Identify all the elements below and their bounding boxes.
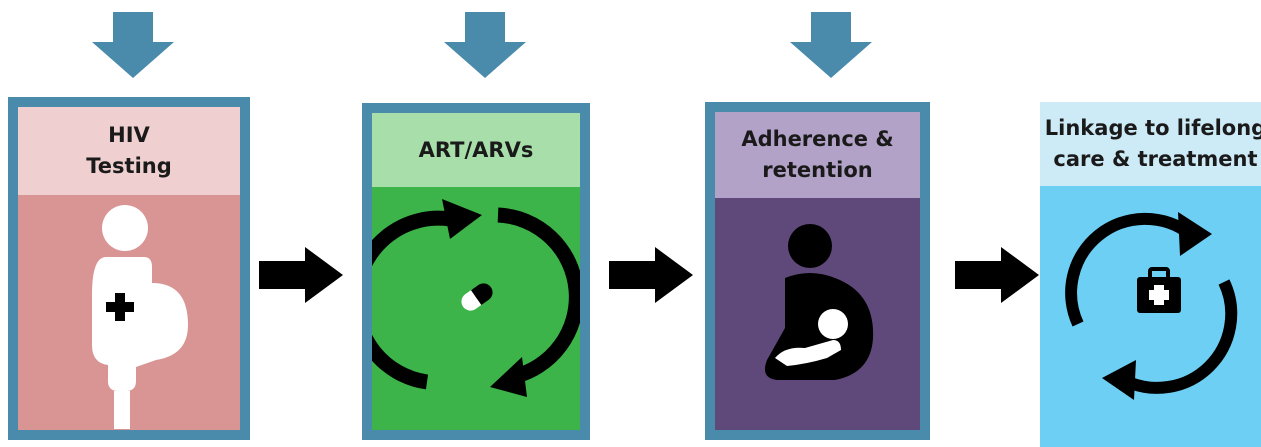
step-header: ART/ARVs	[372, 113, 580, 187]
step-body	[1040, 186, 1261, 447]
right-arrow-1-icon	[259, 247, 343, 303]
step-header: HIV Testing	[18, 107, 240, 195]
step-header: Adherence & retention	[715, 112, 920, 198]
down-arrow-1-icon	[92, 12, 174, 78]
step-body	[18, 195, 240, 430]
step-card-adherence-retention: Adherence & retention	[705, 102, 930, 440]
cycle-pill-icon	[372, 199, 580, 397]
step-body	[372, 187, 580, 430]
down-arrow-3-icon	[790, 12, 872, 78]
pregnant-woman-plus-icon	[92, 205, 188, 429]
down-arrow-2-icon	[444, 12, 526, 78]
step-title: Adherence & retention	[741, 127, 894, 182]
step-header: Linkage to lifelong care & treatment	[1040, 102, 1261, 186]
cycle-medkit-icon	[1065, 212, 1238, 400]
step-title: HIV Testing	[86, 123, 172, 178]
breastfeeding-mother-icon	[764, 224, 874, 380]
step-card-art-arvs: ART/ARVs	[362, 103, 590, 440]
step-body	[715, 198, 920, 430]
step-card-hiv-testing: HIV Testing	[8, 97, 250, 440]
step-card-linkage-care: Linkage to lifelong care & treatment	[1040, 102, 1261, 447]
right-arrow-2-icon	[609, 247, 693, 303]
step-title: ART/ARVs	[418, 137, 534, 162]
step-title: Linkage to lifelong care & treatment	[1044, 116, 1261, 171]
right-arrow-3-icon	[955, 247, 1039, 303]
